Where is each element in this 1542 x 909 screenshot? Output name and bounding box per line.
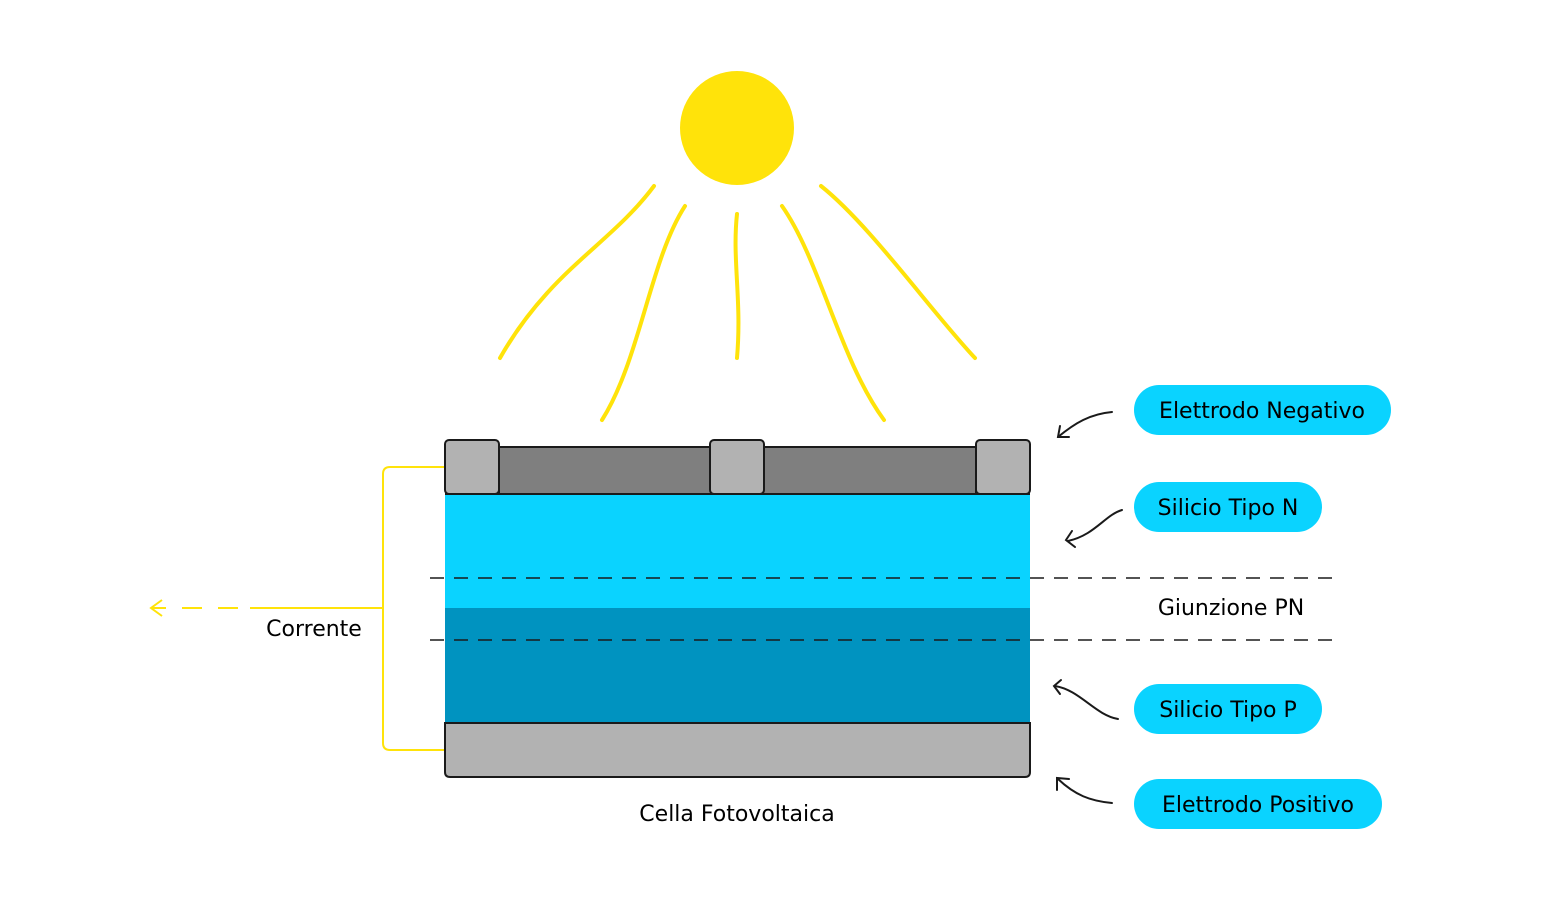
curved-arrow-icon xyxy=(1067,509,1123,542)
label-electrode-negative: Elettrodo Negativo xyxy=(1134,385,1391,435)
pointer-arrows xyxy=(1052,411,1123,804)
curved-arrow-icon xyxy=(1057,411,1113,438)
label-pill-bg xyxy=(1134,385,1391,435)
label-silicon-n: Silicio Tipo N xyxy=(1134,482,1322,532)
curved-arrow-head xyxy=(1052,679,1062,695)
label-pill-bg xyxy=(1134,779,1382,829)
sun-ray xyxy=(600,204,687,422)
current-label: Corrente xyxy=(266,617,362,642)
current-wire xyxy=(382,466,445,751)
electrode-contact xyxy=(444,439,500,495)
sun-ray xyxy=(733,212,741,360)
n-silicon-layer xyxy=(445,494,1030,608)
label-pill-bg xyxy=(1134,482,1322,532)
sun-icon xyxy=(680,71,794,185)
curved-arrow-icon xyxy=(1057,778,1113,804)
sun-ray xyxy=(819,184,977,360)
electrode-contact xyxy=(975,439,1031,495)
curved-arrow-head xyxy=(1056,425,1070,438)
sun-ray xyxy=(498,184,656,360)
label-text: Elettrodo Negativo xyxy=(1159,399,1365,424)
label-pill-bg xyxy=(1134,684,1322,734)
cell-caption: Cella Fotovoltaica xyxy=(639,802,834,827)
photovoltaic-cell xyxy=(444,439,1031,778)
positive-electrode-layer xyxy=(444,722,1031,778)
label-text: Silicio Tipo N xyxy=(1158,496,1299,521)
curved-arrow-head xyxy=(1056,776,1070,791)
p-silicon-layer xyxy=(445,608,1030,723)
curved-arrow-head xyxy=(1064,530,1076,548)
sun-rays xyxy=(498,184,977,422)
label-text: Silicio Tipo P xyxy=(1159,698,1297,723)
curved-arrow-icon xyxy=(1054,685,1119,720)
current-circuit xyxy=(149,466,445,751)
sun-ray xyxy=(780,204,886,422)
label-text: Elettrodo Positivo xyxy=(1162,793,1354,818)
arrow-left-icon xyxy=(149,599,163,617)
junction-label: Giunzione PN xyxy=(1158,596,1304,621)
electrode-contact xyxy=(709,439,765,495)
junction-lines xyxy=(430,577,1340,641)
label-electrode-positive: Elettrodo Positivo xyxy=(1134,779,1382,829)
label-silicon-p: Silicio Tipo P xyxy=(1134,684,1322,734)
